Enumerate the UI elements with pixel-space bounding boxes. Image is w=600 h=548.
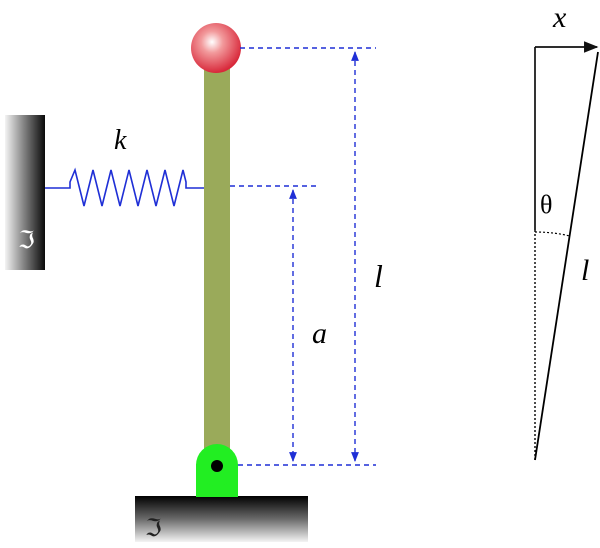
spring-constant-label: k — [114, 125, 127, 156]
pendulum-rod — [204, 64, 230, 464]
tilted-rod-line — [534, 51, 599, 461]
displacement-label: x — [552, 1, 567, 34]
pivot-joint — [196, 444, 238, 497]
spring — [45, 167, 208, 207]
dimension-a-label: a — [312, 317, 327, 350]
wall-symbol: ℑ — [18, 228, 35, 254]
tilted-length-label: l — [581, 254, 589, 287]
pivot-pin — [211, 460, 223, 472]
ground-symbol: ℑ — [145, 516, 162, 542]
dimension-l-label: l — [374, 258, 383, 294]
left-wall-support: ℑ — [5, 115, 45, 270]
ground-support: ℑ — [135, 496, 308, 542]
pendulum-mass — [191, 23, 241, 73]
angle-label: θ — [540, 190, 552, 219]
angle-arc — [534, 231, 571, 237]
geometry-triangle: x θ l — [534, 1, 599, 461]
